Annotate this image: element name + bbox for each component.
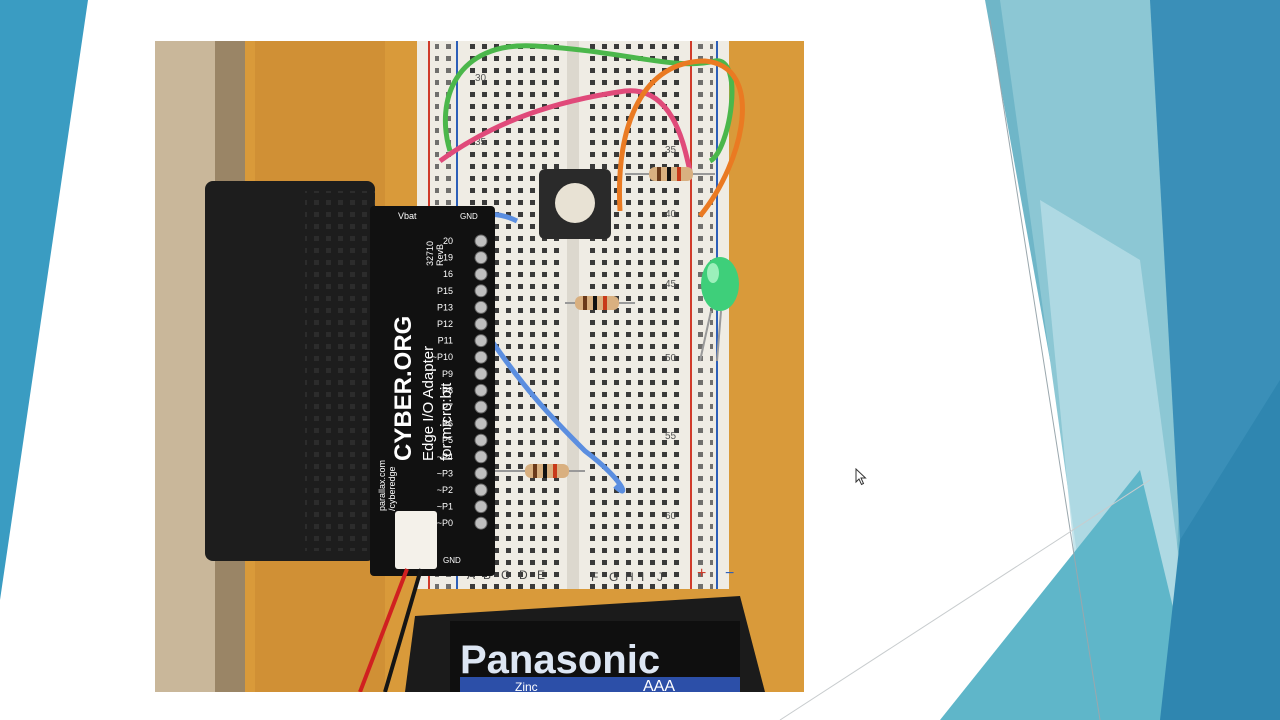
adapter-header-pin [474, 367, 488, 381]
green-led [699, 257, 739, 362]
circuit-photo: 30 35 35 40 45 50 55 60 A B C D E F G H … [155, 41, 804, 692]
resistor-1 [625, 167, 715, 181]
battery: Panasonic Zinc AAA [405, 596, 765, 692]
mouse-cursor-icon [855, 468, 867, 486]
adapter-header-pin [474, 334, 488, 348]
col-label: D [519, 568, 528, 582]
col-label: J [657, 570, 663, 584]
adapter-header-pin [474, 433, 488, 447]
orange-wire [616, 58, 745, 218]
adapter-gnd-bottom: GND [443, 556, 461, 565]
adapter-part-1: 32710 [425, 241, 435, 266]
green-wire [442, 43, 735, 164]
row-label: 50 [665, 353, 677, 364]
right-facet-5 [940, 470, 1200, 720]
adapter-header-pin [474, 383, 488, 397]
adapter-header-pin [474, 516, 488, 530]
col-label: E [537, 568, 545, 582]
adapter-pin-label: P13 [437, 302, 453, 312]
adapter-board [370, 206, 495, 576]
adapter-header-pin [474, 450, 488, 464]
adapter-pin-label: ~P0 [437, 518, 453, 528]
col-label: I [641, 570, 644, 584]
jst-connector [395, 511, 437, 569]
adapter-header-pin [474, 466, 488, 480]
adapter-pin-label: ~P2 [437, 485, 453, 495]
battery-size: AAA [643, 678, 675, 692]
adapter-header-pin [474, 350, 488, 364]
battery-brand: Panasonic [460, 638, 660, 682]
adapter-header-pin [474, 234, 488, 248]
col-label: C [501, 568, 510, 582]
row-label: 55 [665, 431, 677, 442]
row-label: 35 [475, 137, 487, 148]
row-label: 35 [665, 145, 677, 156]
col-label: G [609, 570, 618, 584]
row-label: 40 [665, 209, 677, 220]
adapter-pin-label: P12 [437, 319, 453, 329]
adapter-pin-label: ~P1 [437, 502, 453, 512]
resistor-2 [565, 296, 635, 310]
adapter-title-2: for micro:bit [438, 382, 455, 461]
adapter-part-2: RevB [435, 244, 445, 266]
row-label: 30 [475, 73, 487, 84]
adapter-header-pin [474, 300, 488, 314]
adapter-header-pin [474, 417, 488, 431]
rail-plus-label: + [697, 565, 706, 582]
adapter-pin-label: P11 [438, 336, 453, 346]
adapter-pin-label: P6 [442, 419, 453, 429]
adapter-url-1: parallax.com [377, 460, 387, 511]
adapter-brand: CYBER.ORG [390, 316, 417, 461]
adapter-title-1: Edge I/O Adapter [420, 346, 437, 461]
right-facet-6 [1160, 380, 1280, 720]
pink-wire [438, 88, 693, 172]
col-label: H [625, 570, 634, 584]
adapter-header-pin [474, 500, 488, 514]
adapter-header-pin [474, 400, 488, 414]
adapter-pin-label: P9 [442, 369, 453, 379]
adapter-pin-label: P5 [442, 435, 453, 445]
adapter-pin-label: ~P3 [437, 468, 453, 478]
thin-accent-line-2 [779, 479, 1151, 720]
adapter-pin-label: ~P10 [432, 352, 453, 362]
row-label: 60 [665, 511, 677, 522]
adapter-header-pin [474, 317, 488, 331]
left-accent-stripe [0, 0, 88, 600]
adapter-header-pin [474, 483, 488, 497]
adapter-pin-label: P7 [442, 402, 453, 412]
row-label: 45 [665, 279, 677, 290]
adapter-pin-label: ~P4 [437, 452, 453, 462]
adapter-vbat: Vbat [398, 211, 417, 221]
adapter-url-2: /cyberedge [387, 466, 397, 511]
adapter-header-pin [474, 267, 488, 281]
thin-accent-line [989, 19, 1101, 720]
adapter-pin-label: 20 [443, 236, 453, 246]
adapter-pin-label: P8 [442, 385, 453, 395]
battery-type: Zinc [515, 680, 538, 692]
rail-minus-label: − [725, 565, 734, 582]
adapter-header-pin [474, 251, 488, 265]
adapter-pin-label: P15 [437, 286, 453, 296]
adapter-gnd-top: GND [460, 212, 478, 221]
resistor-3 [495, 464, 585, 478]
col-label: F [591, 570, 598, 584]
adapter-pin-label: 16 [443, 269, 453, 279]
adapter-header-pin [474, 284, 488, 298]
adapter-pin-label: 19 [443, 253, 453, 263]
